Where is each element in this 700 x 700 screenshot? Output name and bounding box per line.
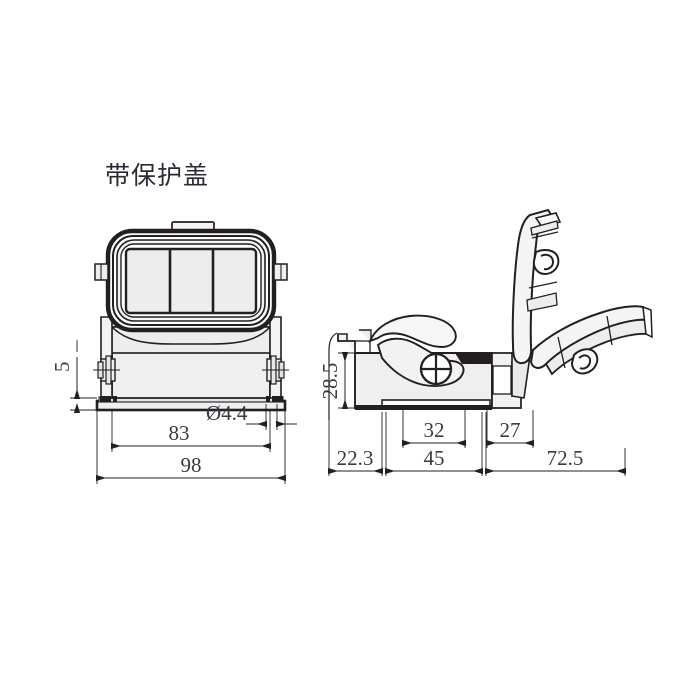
page-title: 带保护盖	[105, 161, 210, 190]
dimension-label-5: 5	[50, 362, 74, 373]
dimension-label-45: 45	[424, 446, 445, 470]
dimension-5: 5	[50, 340, 97, 413]
side-view-group: 28.5 32 27 22.3	[318, 208, 653, 476]
dimension-32: 32	[402, 410, 466, 448]
dimension-hole-diameter: Ø4.4	[206, 401, 297, 430]
front-view-latch-right	[262, 355, 289, 385]
protective-cover-open-upper	[511, 208, 562, 365]
dimension-22-3: 22.3	[328, 412, 383, 476]
front-view-latch-left	[93, 355, 120, 385]
front-view-housing	[95, 316, 287, 412]
dimension-83: 83	[111, 410, 271, 452]
dimension-72-5: 72.5	[485, 412, 626, 476]
dimension-label-83: 83	[169, 421, 190, 445]
dimension-label-72-5: 72.5	[547, 446, 584, 470]
dimension-label-22-3: 22.3	[337, 446, 374, 470]
dimension-label-28-5: 28.5	[318, 363, 342, 400]
dimension-27: 27	[486, 410, 534, 448]
front-view-group: 5 83 98 Ø4.4	[50, 221, 297, 484]
dimension-label-hole-diameter: Ø4.4	[206, 401, 248, 425]
dimension-45: 45	[385, 412, 483, 476]
dimension-28-5: 28.5	[318, 352, 358, 409]
dimension-label-98: 98	[181, 453, 202, 477]
protective-cover-open-lower	[529, 305, 653, 376]
dimension-label-32: 32	[424, 418, 445, 442]
side-view-lever	[368, 314, 492, 387]
dimension-label-27: 27	[500, 418, 521, 442]
protective-cover-front	[94, 221, 288, 333]
dimension-98: 98	[96, 410, 286, 484]
